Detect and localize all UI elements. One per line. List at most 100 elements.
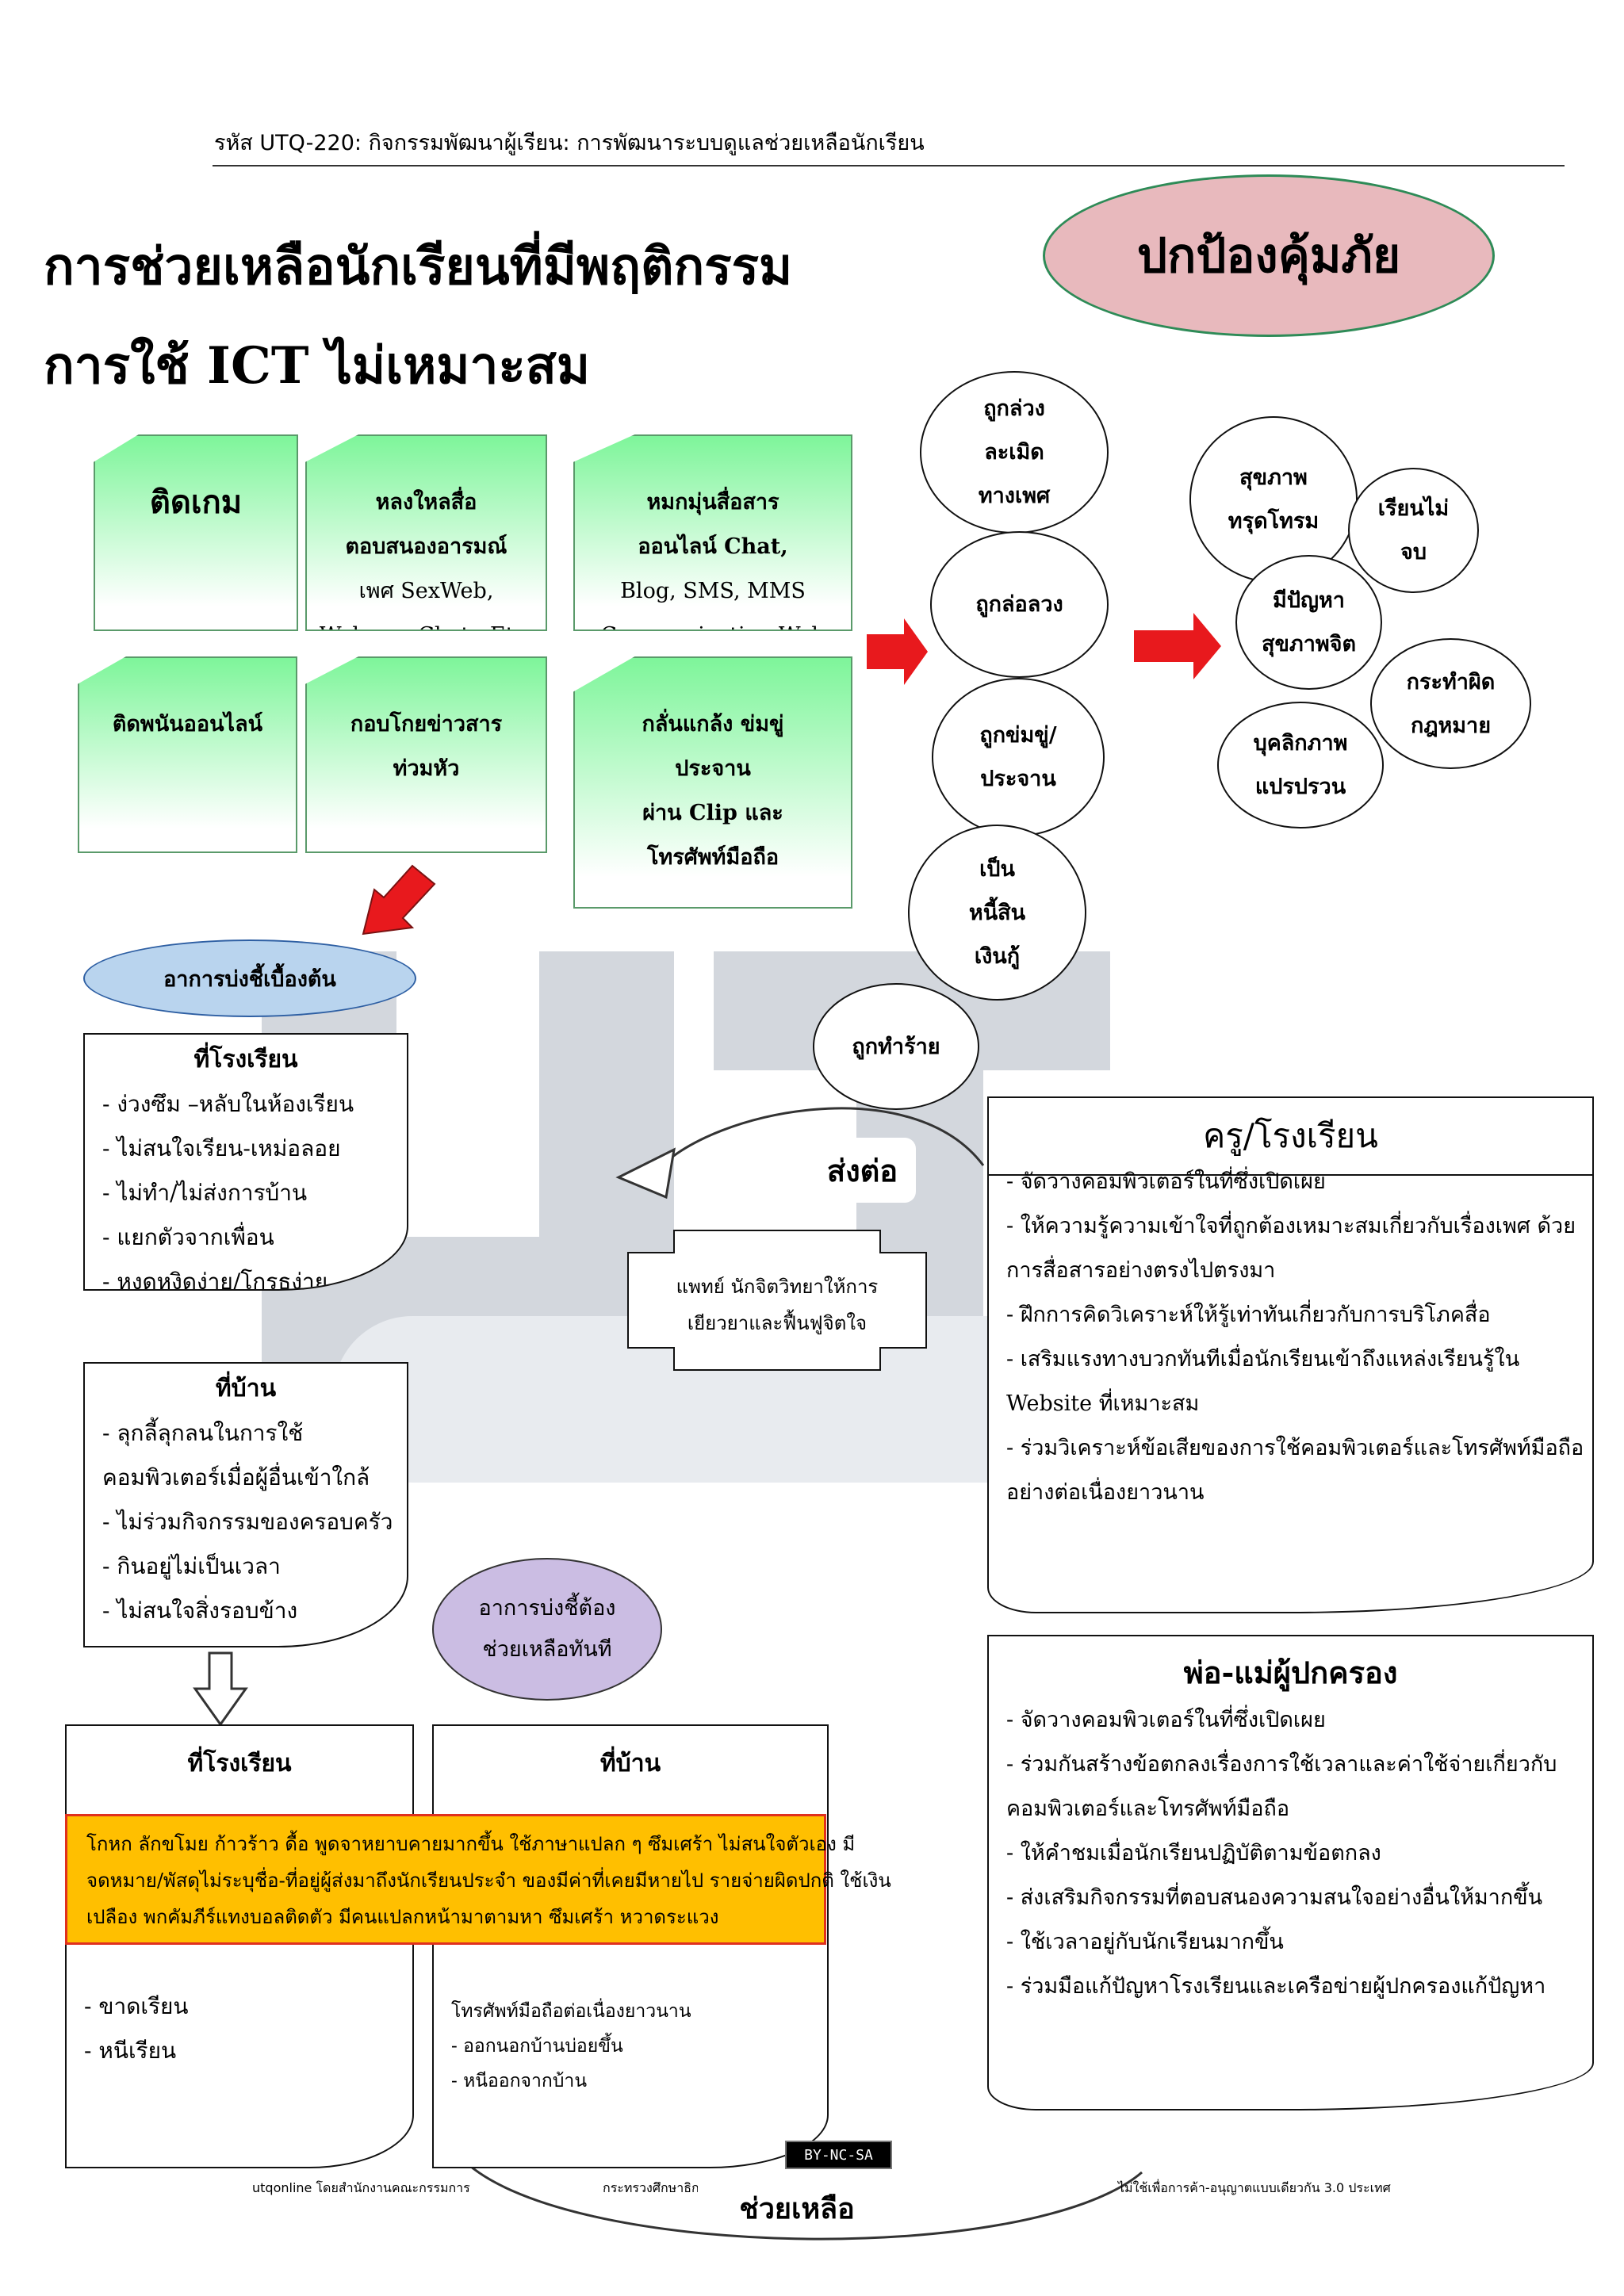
behavior-line: หลงใหลสื่อ [375,490,477,515]
list-item: - ไม่สนใจสิ่งรอบข้าง [102,1598,298,1624]
behavior-box-information-overload: กอบโกยข่าวสาร ท่วมหัว [305,656,547,853]
behavior-line: ท่วมหัว [393,756,460,781]
list-item: - หนีออกจากบ้าน [451,2071,588,2091]
doctor-box-shape [627,1230,927,1371]
arrow-to-urgent-signs [193,1651,248,1727]
list-item: - หนีเรียน [84,2038,177,2064]
effect-line: แปรปรวน [1254,775,1346,799]
doctor-box: แพทย์ นักจิตวิทยาให้การ เยียวยาและฟื้นฟู… [626,1229,928,1372]
parents-title: พ่อ-แม่ผู้ปกครอง [1183,1655,1398,1690]
risk-line: ถูกล่วง [983,396,1045,421]
risk-line: ถูกทำร้าย [852,1034,940,1059]
page-title-line2: การใช้ ICT ไม่เหมาะสม [44,336,590,396]
refer-arrowhead [615,1147,676,1200]
urgent-label-line: อาการบ่งชี้ต้อง [478,1596,616,1621]
behavior-line: ออนไลน์ Chat, [638,534,788,559]
risk-circle-debt: เป็น หนี้สิน เงินกู้ [908,825,1086,1001]
help-curved-arrow [458,2155,1143,2241]
card-title: ที่โรงเรียน [193,1046,298,1073]
help-text: ช่วยเหลือ [739,2191,855,2225]
list-item: - ไม่สนใจเรียน-เหม่อลอย [102,1135,341,1161]
initial-signs-label: อาการบ่งชี้เบื้องต้น [163,966,336,992]
list-item: โทรศัพท์มือถือต่อเนื่องยาวนาน [451,2001,691,2022]
card-title: ที่โรงเรียน [187,1750,292,1777]
list-item: - ให้ความรู้ความเข้าใจที่ถูกต้องเหมาะสมเ… [1006,1214,1576,1238]
behavior-line: โทรศัพท์มือถือ [646,845,779,870]
banner-line: เปลือง พกคัมภีร์แทงบอลติดตัว มีคนแปลกหน้… [86,1906,719,1928]
urgent-label-line: ช่วยเหลือทันที [482,1637,612,1662]
behavior-line: กลั่นแกล้ง ข่มขู่ [642,712,784,737]
teacher-title: ครู/โรงเรียน [989,1098,1592,1176]
effect-circle-drop-out: เรียนไม่ จบ [1348,468,1479,593]
behavior-line: กอบโกยข่าวสาร [350,712,503,737]
card-title: ที่บ้าน [599,1750,661,1777]
initial-signs-school-card: ที่โรงเรียน - ง่วงซึม –หลับในห้องเรียน -… [83,1033,408,1291]
list-item: - ร่วมมือแก้ปัญหาโรงเรียนและเครือข่ายผู้… [1006,1974,1546,1999]
arrow-to-effects [1134,613,1221,679]
behavior-box-online-communication: หมกมุ่นสื่อสาร ออนไลน์ Chat, Blog, SMS, … [573,434,852,631]
effect-line: สุขภาพจิต [1261,632,1357,656]
risk-line: ประจาน [980,767,1056,791]
refer-text: ส่งต่อ [826,1152,898,1188]
list-item: คอมพิวเตอร์เมื่อผู้อื่นเข้าใกล้ [102,1464,370,1490]
list-item: - ลุกลี้ลุกลนในการใช้ [102,1420,304,1446]
risk-circle-sexual-abuse: ถูกล่วง ละเมิด ทางเพศ [920,371,1109,534]
behavior-line: ติดพนันออนไลน์ [112,712,263,737]
effect-line: สุขภาพ [1239,465,1308,490]
license-badge: BY-NC-SA [785,2141,892,2169]
list-item: - ไม่ร่วมกิจกรรมของครอบครัว [102,1509,393,1535]
risk-line: หนี้สิน [968,900,1026,925]
behavior-line: เพศ SexWeb, [358,579,494,603]
footer-right: ไม่ใช้เพื่อการค้า-อนุญาตแบบเดียวกัน 3.0 … [1118,2180,1391,2195]
header-divider [213,165,1565,166]
risk-line: ละเมิด [984,440,1044,465]
effect-line: กระทำผิด [1406,669,1496,695]
list-item: - ขาดเรียน [84,1993,189,2019]
refer-label: ส่งต่อ [809,1138,916,1203]
list-item: - ง่วงซึม –หลับในห้องเรียน [102,1091,354,1117]
effect-line: กฎหมาย [1410,713,1492,738]
list-item: คอมพิวเตอร์และโทรศัพท์มือถือ [1006,1797,1290,1821]
urgent-signs-oval: อาการบ่งชี้ต้อง ช่วยเหลือทันที [432,1558,662,1701]
card-title: ที่บ้าน [215,1375,277,1402]
effect-circle-health: สุขภาพ ทรุดโทรม [1189,416,1358,583]
behavior-box-online-gambling: ติดพนันออนไลน์ [78,656,297,853]
effect-circle-mental-health: มีปัญหา สุขภาพจิต [1235,555,1382,690]
list-item: - กินอยู่ไม่เป็นเวลา [102,1553,281,1579]
effect-line: จบ [1400,540,1427,564]
list-item: - ใช้เวลาอยู่กับนักเรียนมากขึ้น [1006,1930,1284,1954]
effect-line: มีปัญหา [1273,588,1345,613]
risk-line: ถูกข่มขู่/ [979,723,1057,748]
license-badge-text: BY-NC-SA [804,2146,873,2164]
teacher-panel: ครู/โรงเรียน - จัดวางคอมพิวเตอร์ในที่ซึ่… [987,1096,1594,1613]
behavior-box-sexual-media: หลงใหลสื่อ ตอบสนองอารมณ์ เพศ SexWeb, Web… [305,434,547,631]
parents-panel: พ่อ-แม่ผู้ปกครอง - จัดวางคอมพิวเตอร์ในที… [987,1635,1594,2110]
help-label: ช่วยเหลือ [698,2184,896,2232]
list-item: อย่างต่อเนื่องยาวนาน [1006,1480,1205,1505]
page-title-line1: การช่วยเหลือนักเรียนที่มีพฤติกรรม [44,237,793,297]
behavior-box-cyberbullying: กลั่นแกล้ง ข่มขู่ ประจาน ผ่าน Clip และ โ… [573,656,852,909]
list-item: - ร่วมวิเคราะห์ข้อเสียของการใช้คอมพิวเตอ… [1006,1436,1584,1460]
arrow-to-risks [867,618,928,685]
behavior-line: ติดเกม [149,484,243,521]
refer-curved-arrow [657,1107,985,1171]
list-item: - แยกตัวจากเพื่อน [102,1224,274,1250]
behavior-line: Blog, SMS, MMS [620,579,806,603]
risk-circle-threatened: ถูกข่มขู่/ ประจาน [932,678,1105,836]
list-item: - ร่วมกันสร้างข้อตกลงเรื่องการใช้เวลาและ… [1006,1752,1557,1777]
list-item: - หงุดหงิดง่าย/โกรธง่าย [102,1269,328,1291]
behavior-line: หมกมุ่นสื่อสาร [646,490,779,515]
risk-line: เงินกู้ [974,943,1021,969]
risk-line: ทางเพศ [978,484,1051,508]
page-header: รหัส UTQ-220: กิจกรรมพัฒนาผู้เรียน: การพ… [214,131,925,155]
urgent-signs-home-card: ที่บ้าน โทรศัพท์มือถือต่อเนื่องยาวนาน - … [432,1724,829,2168]
effect-line: เรียนไม่ [1377,496,1450,521]
banner-line: โกหก ลักขโมย ก้าวร้าว ดื้อ พูดจาหยาบคายม… [86,1833,856,1855]
list-item: การสื่อสารอย่างตรงไปตรงมา [1006,1258,1276,1283]
list-item: - ออกนอกบ้านบ่อยขึ้น [451,2036,623,2057]
list-item: - จัดวางคอมพิวเตอร์ในที่ซึ่งเปิดเผย [1006,1169,1326,1194]
effect-circle-crime: กระทำผิด กฎหมาย [1370,638,1531,769]
risk-circle-assaulted: ถูกทำร้าย [813,983,979,1110]
behavior-line: ประจาน [675,756,751,781]
